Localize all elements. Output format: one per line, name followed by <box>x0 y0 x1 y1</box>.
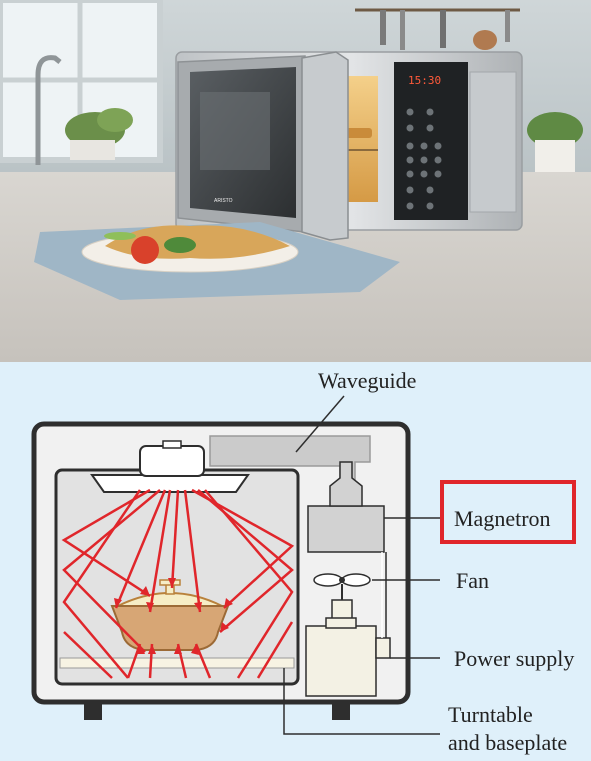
turntable <box>59 657 295 669</box>
keypad-buttons <box>406 108 442 210</box>
ray-arrowheads <box>114 578 233 655</box>
magnetron <box>307 505 385 553</box>
microwave-photo: ARISTO 15:30 <box>0 0 591 362</box>
ray <box>126 643 142 679</box>
label-waveguide: Waveguide <box>318 368 416 393</box>
fan <box>313 573 371 621</box>
control-panel <box>394 62 468 220</box>
door-handle <box>301 51 349 241</box>
leader-lines <box>283 395 440 735</box>
ray <box>183 489 202 613</box>
brand-label: ARISTO <box>214 198 233 204</box>
ray <box>191 488 295 609</box>
window <box>0 0 163 163</box>
ray <box>62 489 161 653</box>
label-fan: Fan <box>456 568 489 593</box>
ray <box>194 643 212 679</box>
magnetron-highlight-box <box>440 480 576 544</box>
faucet <box>35 55 62 165</box>
display-time: 15:30 <box>408 74 441 87</box>
ray <box>61 488 151 598</box>
ray <box>256 621 294 679</box>
ray <box>170 489 180 589</box>
label-power-supply: Power supply <box>454 646 574 671</box>
ray <box>148 489 172 613</box>
stirrer-plate <box>90 474 250 493</box>
left-foot <box>84 700 102 720</box>
ray <box>114 489 167 609</box>
power-supply <box>305 625 377 697</box>
label-magnetron: Magnetron <box>454 506 551 531</box>
ray <box>204 489 294 679</box>
microwave: ARISTO 15:30 <box>175 51 523 241</box>
ray <box>63 631 113 679</box>
utensil-rail <box>355 8 520 50</box>
right-foot <box>332 700 350 720</box>
label-turntable-line2: and baseplate <box>448 730 567 755</box>
microwave-diagram: Waveguide Magnetron Fan Power supply Tur… <box>0 362 591 761</box>
plant-left <box>65 108 133 160</box>
label-turntable-line1: Turntable <box>448 702 533 727</box>
stirrer-motor <box>139 445 205 477</box>
microwave-rays <box>61 488 295 679</box>
plant-right <box>527 112 583 178</box>
ray <box>62 489 142 679</box>
